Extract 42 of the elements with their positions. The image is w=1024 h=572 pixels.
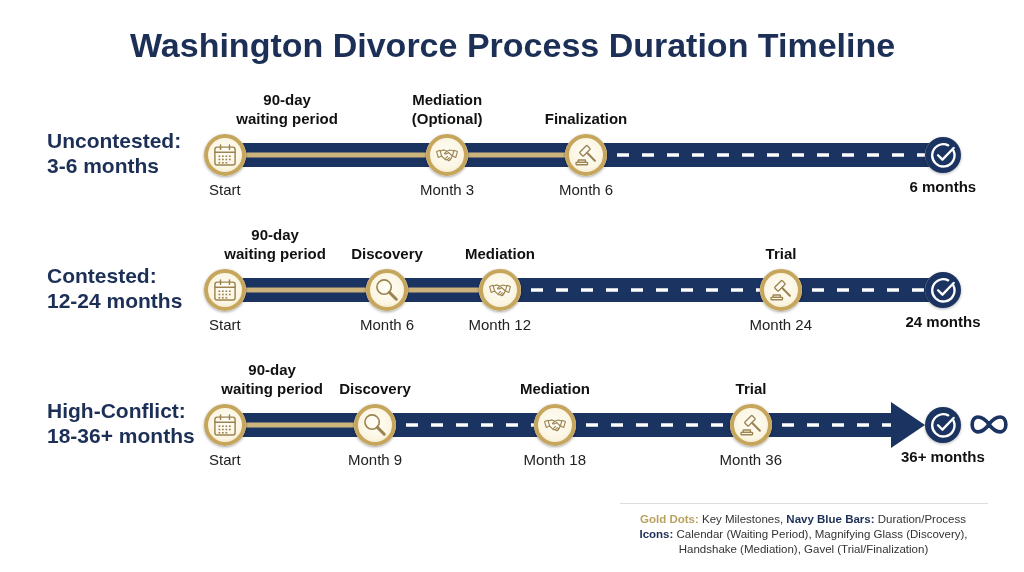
row-label: Uncontested: 3-6 months bbox=[47, 128, 182, 179]
milestone-label: 90-day waiting period bbox=[236, 91, 339, 129]
month-label: Start bbox=[209, 316, 241, 335]
timeline-bar bbox=[392, 413, 538, 437]
title: Washington Divorce Process Duration Timeline bbox=[130, 26, 896, 66]
milestone-label: Trial bbox=[735, 380, 767, 399]
month-label: Month 3 bbox=[420, 181, 475, 200]
month-label: Start bbox=[209, 181, 241, 200]
month-label: Month 12 bbox=[468, 316, 532, 335]
month-label: Month 6 bbox=[360, 316, 415, 335]
milestone-label: Discovery bbox=[338, 380, 412, 399]
timeline-bar bbox=[572, 413, 734, 437]
month-label: Start bbox=[209, 451, 241, 470]
milestone-label: Mediation bbox=[519, 380, 591, 399]
month-label: Month 36 bbox=[719, 451, 783, 470]
row-label: Contested: 12-24 months bbox=[47, 263, 183, 314]
milestone-label: Trial bbox=[765, 245, 797, 264]
milestone-label: Mediation bbox=[464, 245, 536, 264]
timeline-bar bbox=[242, 413, 358, 437]
month-label: Month 24 bbox=[749, 316, 813, 335]
timeline-bar bbox=[603, 143, 930, 167]
milestone-label: Mediation (Optional) bbox=[411, 91, 483, 129]
timeline-bar bbox=[798, 278, 930, 302]
legend-text: Gold Dots: Key Milestones, Navy Blue Bars: Duration/Process bbox=[639, 512, 967, 527]
month-label: Month 18 bbox=[523, 451, 587, 470]
timeline-bar bbox=[464, 143, 569, 167]
milestone-label: Finalization bbox=[544, 110, 628, 129]
milestone-label: Discovery bbox=[350, 245, 424, 264]
month-label: Month 9 bbox=[348, 451, 403, 470]
timeline-bar bbox=[242, 278, 370, 302]
timeline-bar bbox=[517, 278, 764, 302]
month-label: Month 6 bbox=[559, 181, 614, 200]
timeline-arrow bbox=[768, 402, 925, 448]
row-label: High-Conflict: 18-36+ months bbox=[47, 398, 196, 449]
duration-label: 36+ months bbox=[901, 448, 985, 467]
duration-label: 6 months bbox=[909, 178, 977, 197]
timeline-bar bbox=[404, 278, 483, 302]
duration-label: 24 months bbox=[905, 313, 981, 332]
milestone-label: 90-day waiting period bbox=[224, 226, 327, 264]
milestone-label: 90-day waiting period bbox=[221, 361, 324, 399]
timeline-bar bbox=[242, 143, 430, 167]
legend-text: Icons: Calendar (Waiting Period), Magnifying Glass (Discovery), Handshake (Mediation), Gavel (Trial/Finalization) bbox=[638, 527, 969, 557]
